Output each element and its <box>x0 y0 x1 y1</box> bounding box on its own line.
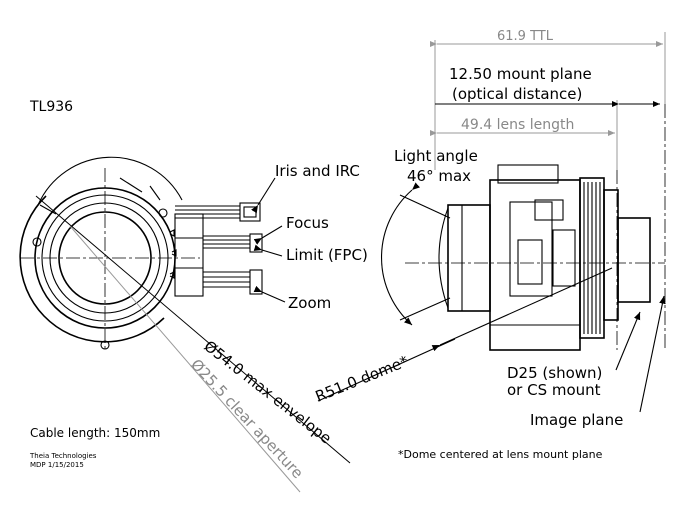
zoom-leader <box>253 285 286 303</box>
side-view <box>317 104 666 402</box>
front-barrel <box>447 204 491 312</box>
limit-label: Limit (FPC) <box>286 246 368 264</box>
company-name: Theia Technologies <box>29 452 97 460</box>
zoom-label: Zoom <box>288 294 331 312</box>
motor-housing <box>509 201 553 297</box>
aperture-leader <box>69 225 301 493</box>
light-angle-label-1: Light angle <box>394 147 478 165</box>
motor-block <box>174 213 204 297</box>
dome-radius-line <box>431 267 613 352</box>
mount-label-2: or CS mount <box>507 381 601 399</box>
mount-flange <box>603 189 619 321</box>
mount-plane-label-2: (optical distance) <box>452 85 582 103</box>
gear-teeth <box>169 229 177 279</box>
dome-label: R51.0 dome* <box>313 352 412 406</box>
mount-leader <box>615 311 641 371</box>
drawing-date: MDP 1/15/2015 <box>30 461 84 469</box>
light-ray-top <box>399 194 451 219</box>
clear-aperture-circle <box>58 211 152 305</box>
zoom-cable <box>203 269 263 295</box>
mount-plane-label-1: 12.50 mount plane <box>449 65 592 83</box>
dome <box>438 207 449 309</box>
focus-label: Focus <box>286 214 329 232</box>
mounting-hole <box>32 237 42 247</box>
side-callouts: R51.0 dome* D25 (shown) or CS mount Imag… <box>313 295 666 429</box>
limit-leader <box>253 244 283 257</box>
model-title: TL936 <box>29 99 73 115</box>
focus-leader <box>253 225 283 245</box>
lens-length-label: 49.4 lens length <box>461 117 574 133</box>
iris-leader <box>251 177 276 214</box>
motor-detail <box>517 239 543 285</box>
ttl-label: 61.9 TTL <box>497 29 554 44</box>
iris-cable <box>175 202 261 222</box>
ribs <box>583 182 601 334</box>
top-bracket <box>497 164 559 184</box>
dome-footnote: *Dome centered at lens mount plane <box>398 448 603 461</box>
bracket-line <box>39 204 57 215</box>
image-plane-leader <box>639 295 666 413</box>
bracket-line <box>119 177 143 193</box>
light-angle-arc <box>380 182 420 326</box>
mount-thread <box>617 217 651 303</box>
iris-label: Iris and IRC <box>275 162 360 180</box>
envelope-leader <box>35 195 351 464</box>
side-motor <box>552 229 576 287</box>
bracket-line <box>149 185 161 201</box>
connector <box>534 199 564 221</box>
envelope-arc <box>19 195 165 343</box>
focus-cable <box>203 233 263 253</box>
front-view <box>19 156 351 493</box>
mounting-hole <box>158 208 168 218</box>
cable-length-note: Cable length: 150mm <box>30 426 160 440</box>
image-plane-label: Image plane <box>530 411 623 429</box>
light-ray-bottom <box>399 297 451 321</box>
mount-label-1: D25 (shown) <box>507 364 602 382</box>
dimensions: 61.9 TTL 12.50 mount plane (optical dist… <box>394 29 666 185</box>
light-angle-label-2: 46° max <box>407 167 471 185</box>
housing-top-arc <box>37 156 183 206</box>
